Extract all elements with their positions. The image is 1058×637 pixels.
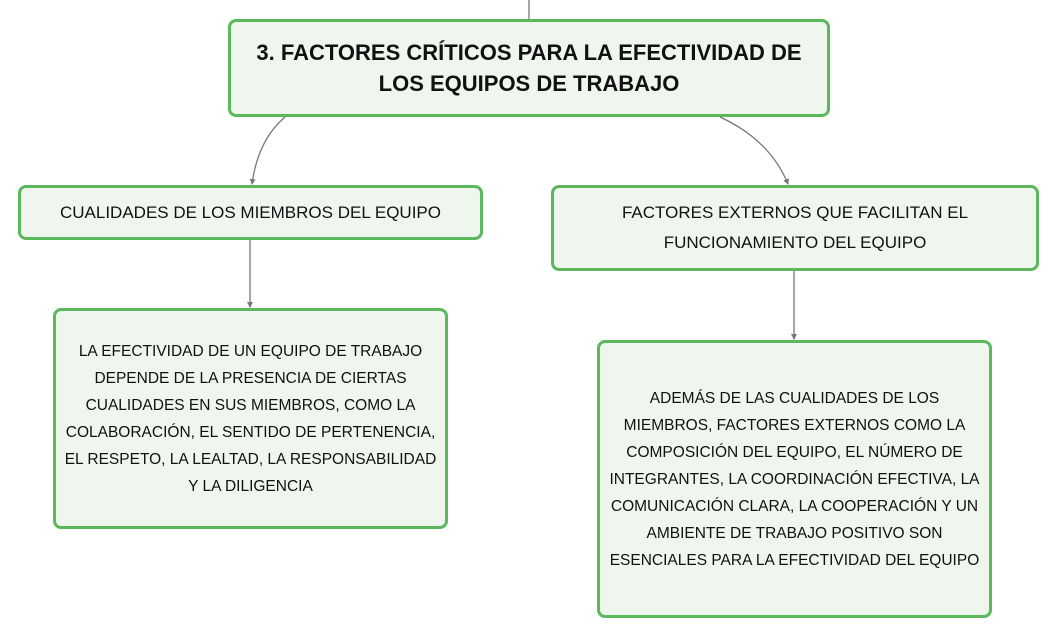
detail-node-member-qualities[interactable]: LA EFECTIVIDAD DE UN EQUIPO DE TRABAJO D… — [53, 308, 448, 529]
detail-text-external-factors: ADEMÁS DE LAS CUALIDADES DE LOS MIEMBROS… — [609, 389, 980, 569]
connector-main-to-right — [719, 116, 789, 185]
subtopic-title-member-qualities: CUALIDADES DE LOS MIEMBROS DEL EQUIPO — [59, 202, 441, 222]
subtopic-node-member-qualities[interactable]: CUALIDADES DE LOS MIEMBROS DEL EQUIPO — [18, 185, 483, 240]
connector-main-to-left — [249, 116, 286, 185]
subtopic-title-external-factors: FACTORES EXTERNOS QUE FACILITAN EL FUNCI… — [621, 203, 969, 252]
main-topic-node[interactable]: 3. FACTORES CRÍTICOS PARA LA EFECTIVIDAD… — [228, 19, 830, 117]
detail-text-member-qualities: LA EFECTIVIDAD DE UN EQUIPO DE TRABAJO D… — [64, 342, 437, 495]
subtopic-node-external-factors[interactable]: FACTORES EXTERNOS QUE FACILITAN EL FUNCI… — [551, 185, 1039, 271]
detail-node-external-factors[interactable]: ADEMÁS DE LAS CUALIDADES DE LOS MIEMBROS… — [597, 340, 992, 618]
main-topic-title: 3. FACTORES CRÍTICOS PARA LA EFECTIVIDAD… — [256, 40, 802, 96]
